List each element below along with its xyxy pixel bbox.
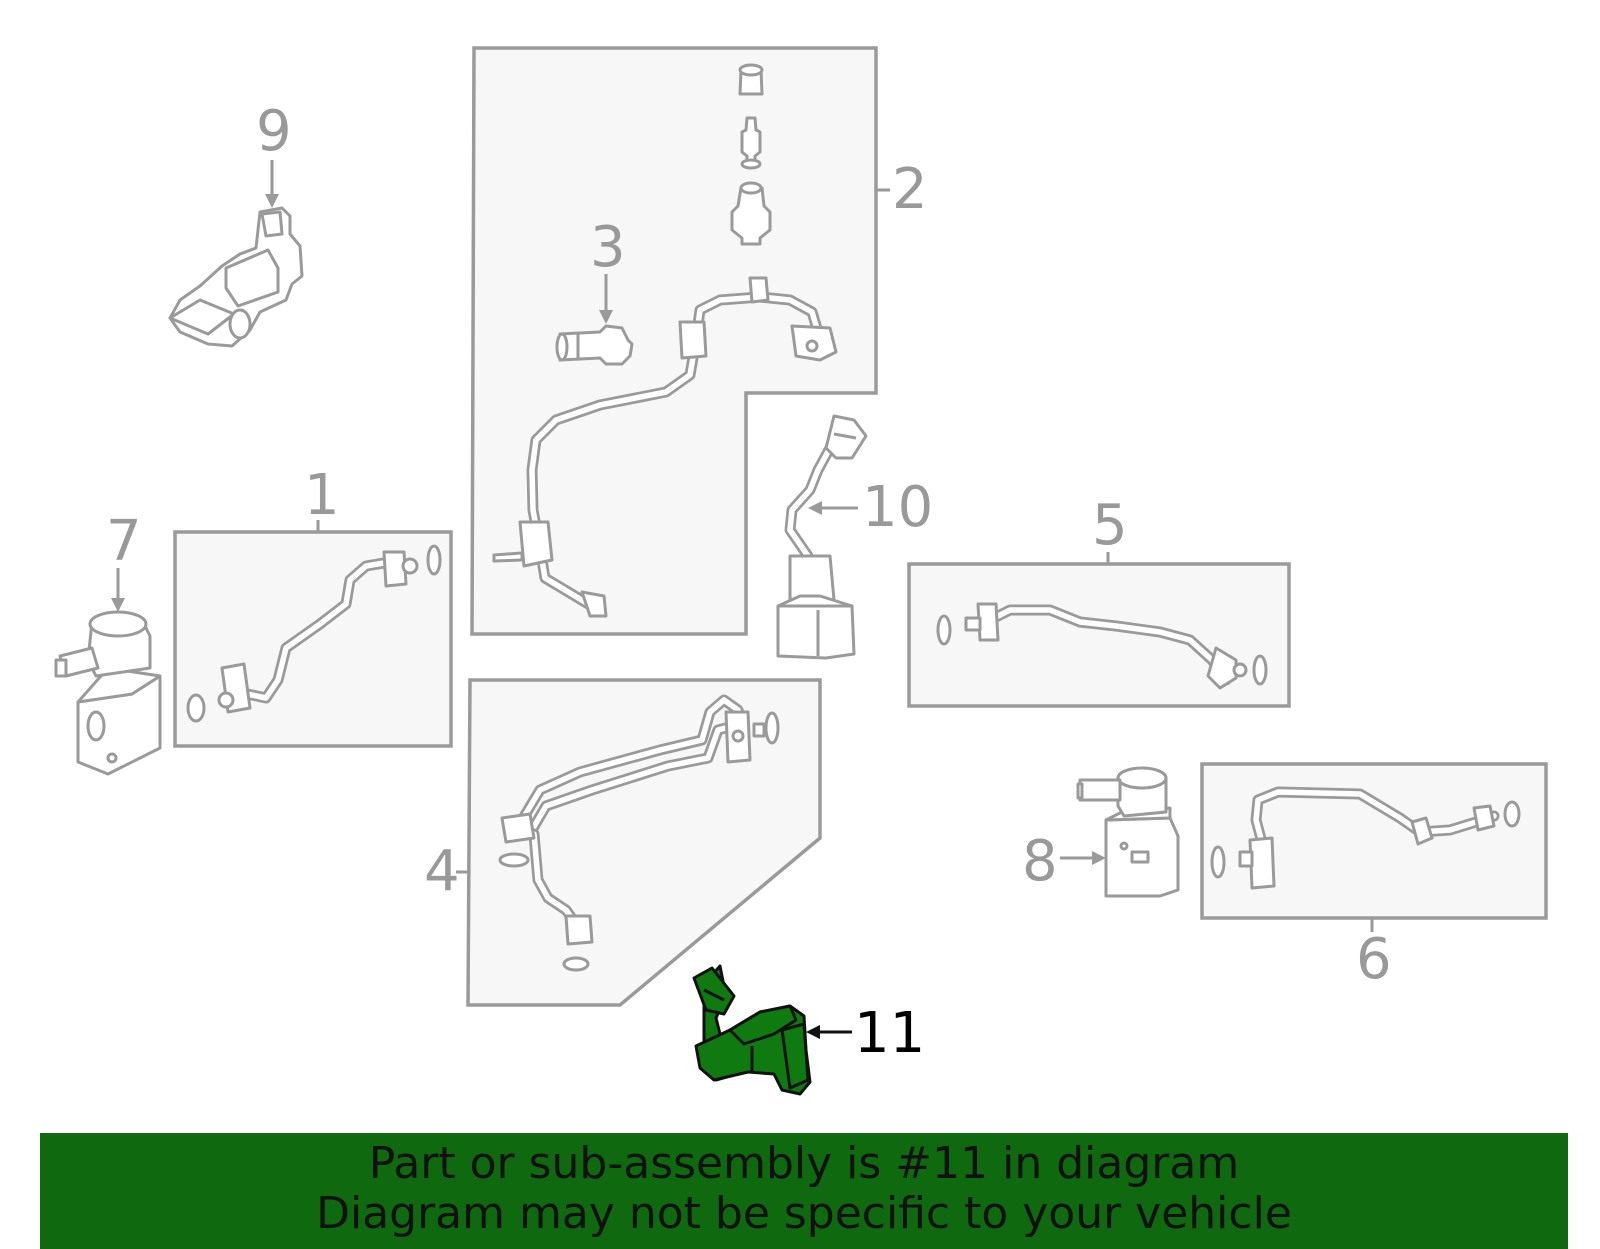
callout-8: 8	[1022, 829, 1058, 894]
service-valve-stack	[730, 63, 772, 246]
part-8-group[interactable]: 8	[1022, 766, 1180, 898]
callout-2: 2	[892, 157, 928, 222]
part-9-group[interactable]: 9	[168, 99, 304, 348]
part-4-group[interactable]: 4	[424, 678, 822, 1007]
part-7-group[interactable]: 7	[54, 509, 162, 776]
sensor-11-highlighted	[692, 964, 812, 1096]
sensor-10	[776, 414, 868, 660]
valve-7	[54, 610, 162, 776]
part-9-arrow	[265, 194, 279, 208]
callout-7: 7	[106, 509, 142, 574]
part-2-group[interactable]: 2	[470, 46, 928, 636]
callout-5: 5	[1092, 493, 1128, 558]
hose-1	[186, 544, 442, 723]
banner-line-1: Part or sub-assembly is #11 in diagram	[368, 1138, 1240, 1189]
sensor-9	[168, 206, 304, 348]
callout-9: 9	[256, 99, 292, 164]
callout-11: 11	[854, 1001, 925, 1066]
part-11-arrow	[806, 1025, 820, 1039]
hose-6	[1210, 786, 1521, 890]
valve-8	[1076, 766, 1180, 898]
callout-1: 1	[304, 463, 340, 528]
part-5-box	[907, 562, 1291, 708]
banner-line-2: Diagram may not be specific to your vehi…	[316, 1188, 1292, 1239]
hose-2	[492, 276, 838, 618]
part-10-group[interactable]: 10	[776, 414, 933, 660]
part-3-arrow	[599, 310, 613, 324]
part-6-group[interactable]: 6	[1200, 762, 1548, 992]
part-3-group[interactable]: 3	[555, 215, 634, 366]
part-10-arrow	[808, 501, 822, 515]
info-banner: Part or sub-assembly is #11 in diagram D…	[40, 1133, 1568, 1249]
part-1-group[interactable]: 1	[173, 463, 453, 748]
part-5-group[interactable]: 5	[907, 493, 1291, 708]
pressure-switch-3	[555, 324, 634, 366]
callout-4: 4	[424, 839, 460, 904]
hose-5	[936, 602, 1268, 690]
part-7-arrow	[111, 598, 125, 612]
part-11-group[interactable]: 11	[692, 964, 925, 1096]
hoses-4	[498, 694, 780, 972]
part-8-arrow	[1092, 851, 1106, 865]
callout-3: 3	[590, 215, 626, 280]
callout-6: 6	[1356, 927, 1392, 992]
part-2-box	[470, 46, 878, 636]
callout-10: 10	[862, 475, 933, 540]
